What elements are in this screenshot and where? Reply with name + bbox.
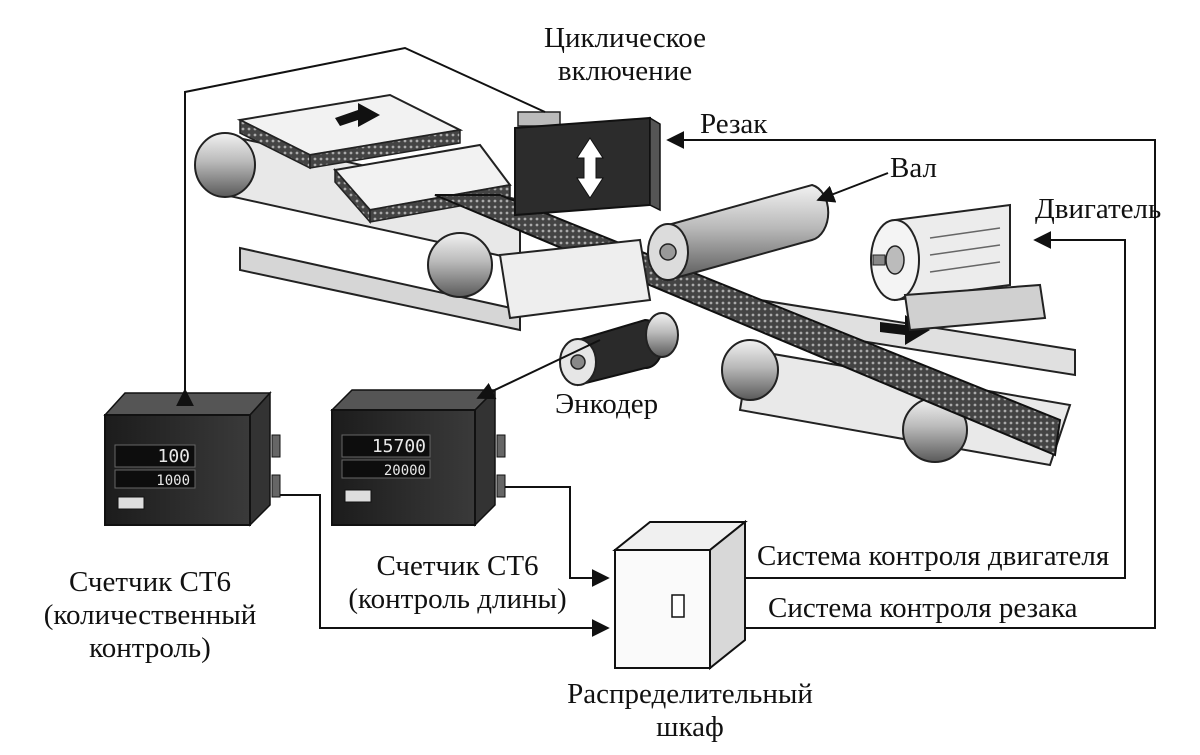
- motor-label: Двигатель: [1035, 193, 1162, 225]
- left-belt-roller-bottom: [427, 232, 493, 298]
- right-belt-roller: [721, 339, 779, 401]
- qty-display-top: 100: [157, 446, 190, 467]
- cutter-label: Резак: [700, 108, 768, 140]
- counter-qty-label-line3: контроль): [89, 632, 211, 664]
- left-belt-roller-top: [194, 132, 256, 198]
- shaft-label: Вал: [890, 152, 937, 184]
- motor: [870, 203, 1047, 332]
- cutter-block: [514, 111, 661, 217]
- counter-qty-label-line1: Счетчик CT6: [68, 566, 232, 598]
- counter-len-label: Счетчик CT6 (контроль длины): [315, 550, 600, 616]
- encoder: [498, 238, 679, 387]
- motor-control-label: Система контроля двигателя: [757, 540, 1110, 572]
- counter-qty-label-line2: (количественный: [43, 599, 257, 631]
- counter-qty-label: Счетчик CT6 (количественный контроль): [5, 566, 295, 665]
- cyclic-switch-label: Циклическое включение: [520, 22, 730, 88]
- counter-ct6-length: [330, 388, 506, 527]
- cutter-control-label: Система контроля резака: [768, 592, 1078, 624]
- right-conveyor: [721, 298, 1076, 467]
- shaft-roller: [647, 183, 830, 282]
- up-down-arrow-icon: [576, 137, 604, 199]
- cyclic-switch-label-line2: включение: [557, 55, 693, 87]
- counter-len-label-line1: Счетчик CT6: [376, 550, 539, 582]
- cabinet-label: Распределительный шкаф: [530, 678, 850, 744]
- len-display-top: 15700: [372, 436, 426, 457]
- cut-sheets: [236, 93, 512, 224]
- distribution-cabinet: [612, 519, 748, 671]
- connection-lines: [176, 46, 1156, 637]
- qty-display-bottom: 1000: [156, 473, 190, 489]
- cabinet-handle: [671, 594, 685, 618]
- cyclic-switch-label-line1: Циклическое: [544, 22, 706, 54]
- counter-len-label-line2: (контроль длины): [348, 583, 567, 615]
- cabinet-label-line2: шкаф: [656, 711, 724, 743]
- cyclic-switch: [517, 111, 561, 127]
- encoder-label: Энкодер: [555, 388, 659, 420]
- counter-ct6-quantity: [103, 391, 281, 527]
- len-display-bottom: 20000: [384, 463, 426, 479]
- cabinet-label-line1: Распределительный: [567, 678, 813, 710]
- sheet-direction-arrow-icon: [335, 103, 380, 127]
